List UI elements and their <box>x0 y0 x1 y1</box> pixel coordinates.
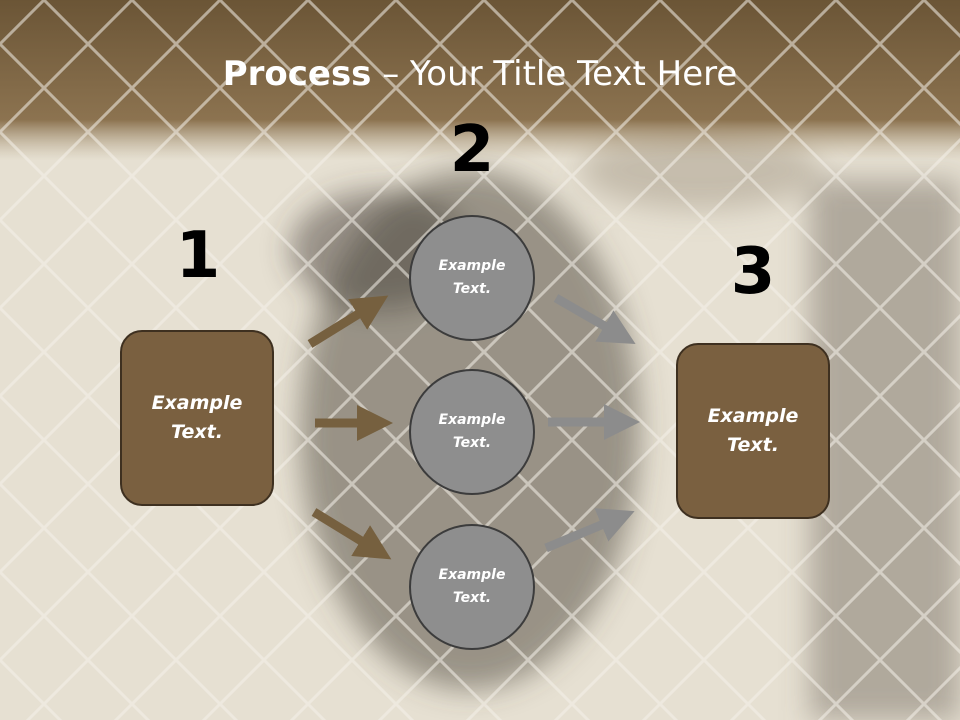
circle-bottom: Example Text. <box>409 524 535 650</box>
right-text-box: Example Text. <box>676 343 830 519</box>
title-bold: Process <box>222 54 372 94</box>
arrow-top-to-right <box>553 294 636 345</box>
circle-top: Example Text. <box>409 215 535 341</box>
circle-middle: Example Text. <box>409 369 535 495</box>
slide-title: Process – Your Title Text Here <box>0 52 960 96</box>
left-box-text: Example Text. <box>151 392 243 443</box>
circle-middle-text: Example Text. <box>438 412 506 451</box>
step-number-1: 1 <box>175 219 221 293</box>
right-box-text: Example Text. <box>707 405 799 456</box>
left-text-box: Example Text. <box>120 330 274 506</box>
circle-top-text: Example Text. <box>438 258 506 297</box>
circle-bottom-text: Example Text. <box>438 567 506 606</box>
arrow-left-to-bottom <box>311 508 392 560</box>
step-number-2: 2 <box>449 113 495 187</box>
step-number-3: 3 <box>730 235 776 309</box>
arrow-left-to-top <box>307 295 389 348</box>
title-rest: – Your Title Text Here <box>371 54 738 94</box>
arrow-bottom-to-right <box>544 508 635 553</box>
